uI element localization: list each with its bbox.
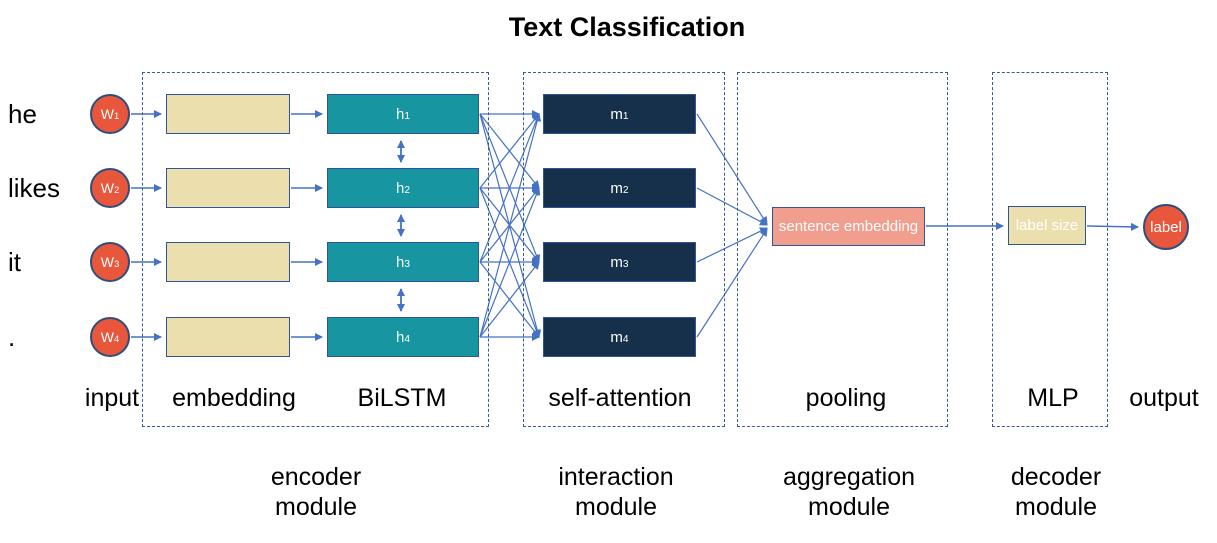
input-to-embedding-arrows [131,110,162,341]
embedding-box [166,94,290,134]
bilstm-hidden-box-h1: h1 [327,94,479,134]
column-label-pooling: pooling [805,384,887,412]
attention-box-m2: m2 [543,168,696,208]
embedding-box [166,317,290,357]
w2-label: W2 [100,180,120,196]
m1-label: m1 [610,105,629,123]
m4-label: m4 [610,328,629,346]
page-title: Text Classification [508,12,746,42]
module-label-encoder: encoder module [271,462,361,522]
w3-label: W3 [100,254,120,270]
input-node-w1: W1 [90,94,130,134]
input-word: he [8,99,37,129]
module-label-line: interaction [558,463,674,491]
bilstm-hidden-box-h2: h2 [327,168,479,208]
module-label-line: encoder [270,463,362,491]
column-label-input: input [84,384,140,412]
column-label-self-attention: self-attention [548,384,692,412]
module-label-line: module [274,493,357,521]
module-label-line: decoder [1010,463,1102,491]
bilstm-hidden-box-h4: h4 [327,317,479,357]
column-label-mlp: MLP [1027,384,1079,412]
embedding-to-bilstm-arrows [291,110,323,341]
label-size-box: label size [1008,206,1086,245]
attention-box-m3: m3 [543,242,696,282]
mlp-to-output-arrow [1086,222,1139,231]
embedding-box [166,242,290,282]
bilstm-hidden-box-h3: h3 [327,242,479,282]
module-label-interaction: interaction module [558,462,673,522]
interaction-module-box [523,72,725,427]
bilstm-to-attention-cross-arrows [479,110,542,341]
embedding-box [166,168,290,208]
column-label-embedding: embedding [172,384,296,412]
input-node-w3: W3 [90,242,130,282]
h1-label: h1 [395,105,410,123]
attention-to-pooling-arrows [696,113,768,338]
w1-label: W1 [100,106,120,122]
h4-label: h4 [395,328,410,346]
module-label-line: module [1014,493,1097,521]
h2-label: h2 [395,179,410,197]
aggregation-module-box [737,72,948,427]
input-word: it [8,247,21,277]
m2-label: m2 [610,179,629,197]
decoder-module-box [992,72,1108,427]
encoder-module-box [142,72,489,427]
module-label-line: module [574,493,657,521]
input-word: . [8,322,16,352]
attention-box-m4: m4 [543,317,696,357]
column-label-output: output [1129,384,1199,412]
input-node-w2: W2 [90,168,130,208]
attention-box-m1: m1 [543,94,696,134]
output-label-node: label [1143,204,1189,250]
h3-label: h3 [395,253,410,271]
sentence-embedding-box: sentence embedding [772,207,925,246]
module-label-aggregation: aggregation module [783,462,915,522]
module-label-decoder: decoder module [1011,462,1101,522]
input-word: likes [8,173,61,203]
input-node-w4: W4 [90,317,130,357]
module-label-line: module [808,493,890,521]
column-label-bilstm: BiLSTM [357,384,447,412]
module-label-line: aggregation [782,463,916,491]
m3-label: m3 [610,253,629,271]
w4-label: W4 [100,329,120,345]
